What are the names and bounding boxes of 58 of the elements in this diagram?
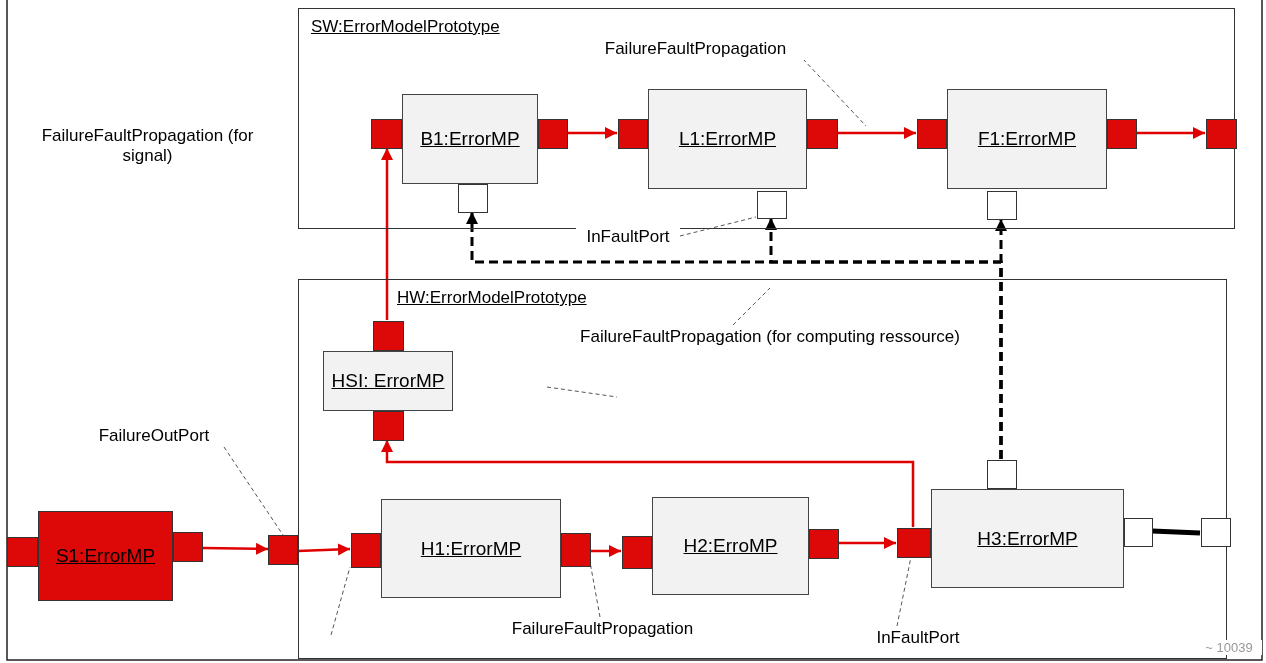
component-label: HSI: ErrorMP <box>331 370 445 392</box>
connector-line <box>1151 528 1201 536</box>
port-square <box>618 119 648 149</box>
port-square <box>373 411 404 441</box>
component-label: H3:ErrorMP <box>977 527 1078 550</box>
arrow <box>297 543 351 556</box>
component-box <box>381 499 561 598</box>
component-label: S1:ErrorMP <box>55 545 156 567</box>
port-square <box>268 535 298 565</box>
component-label: H1:ErrorMP <box>420 537 522 560</box>
port-square <box>561 533 591 567</box>
note-text: FailureFaultPropagation (for signal) <box>40 126 255 166</box>
port-square <box>757 191 787 219</box>
arrow <box>381 440 915 527</box>
leader-line <box>330 566 351 636</box>
component-box <box>931 489 1124 588</box>
component-box <box>648 89 807 189</box>
port-square <box>373 321 404 351</box>
port-square <box>1206 119 1237 149</box>
port-square <box>1201 518 1231 547</box>
arrow <box>567 127 617 139</box>
port-square <box>351 533 381 568</box>
port-square <box>809 529 839 559</box>
component-box <box>38 511 173 601</box>
component-box <box>323 351 453 411</box>
leader-line <box>679 216 757 237</box>
component-box <box>947 89 1107 189</box>
container-title: HW:ErrorModelPrototype <box>397 288 587 308</box>
port-square <box>987 191 1017 220</box>
arrow <box>590 545 621 557</box>
arrow <box>466 212 1003 459</box>
leader-line <box>802 58 867 127</box>
container-box <box>298 8 1235 229</box>
port-square <box>1107 119 1137 149</box>
arrow <box>381 148 393 320</box>
port-square <box>538 119 568 149</box>
port-square <box>371 119 402 149</box>
component-label: B1:ErrorMP <box>420 128 520 150</box>
port-square <box>1124 518 1153 547</box>
port-square <box>807 119 838 149</box>
component-label: L1:ErrorMP <box>678 128 777 150</box>
component-box <box>652 497 809 595</box>
port-square <box>458 184 488 213</box>
arrow <box>202 542 269 555</box>
component-label: F1:ErrorMP <box>977 128 1077 150</box>
port-square <box>917 119 947 149</box>
port-square <box>173 532 203 562</box>
arrow <box>1136 127 1205 139</box>
port-square <box>987 460 1017 489</box>
leader-line <box>732 287 771 326</box>
arrow <box>838 537 896 549</box>
container-title: SW:ErrorModelPrototype <box>311 17 500 37</box>
arrow <box>837 127 916 139</box>
port-square <box>897 528 931 558</box>
component-box <box>402 94 538 184</box>
component-label: H2:ErroMP <box>683 535 778 557</box>
port-square <box>622 536 652 569</box>
port-square <box>7 537 38 567</box>
